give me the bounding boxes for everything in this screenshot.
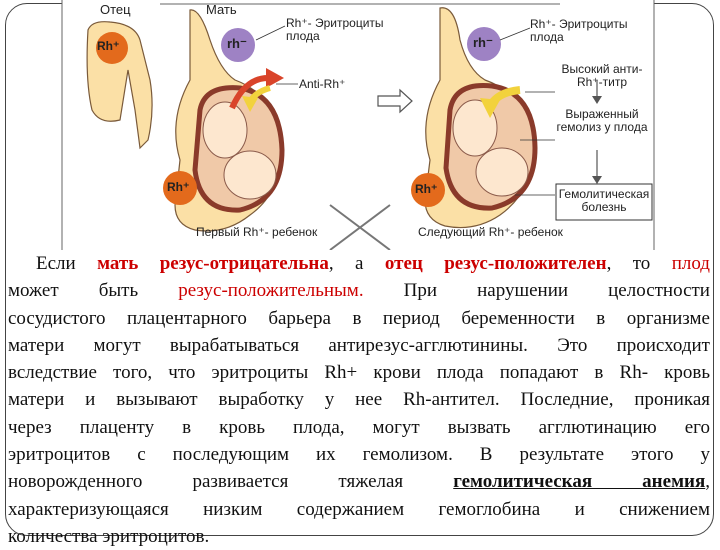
red-arrow-left bbox=[229, 75, 269, 110]
text-line-1: Если мать резус-отрицательна, а отец рез… bbox=[36, 253, 710, 274]
mother-left-rh-circle bbox=[221, 28, 255, 62]
next-child-label: Следующий Rh⁺- ребенок bbox=[418, 225, 563, 239]
text-line-8: эритроцитов с последующим их гемолизом. … bbox=[8, 444, 710, 466]
first-child-label: Первый Rh⁺- ребенок bbox=[196, 225, 318, 239]
text-line-10: характеризующаяся низким содержанием гем… bbox=[8, 498, 710, 520]
explanation-text: Если мать резус-отрицательна, а отец рез… bbox=[8, 250, 710, 550]
hemolytic-disease-box bbox=[555, 183, 653, 221]
mother-rh-negative-highlight: мать резус-отрицательна bbox=[97, 253, 329, 274]
text-line-2: может быть резус-положительным. При нару… bbox=[8, 280, 710, 302]
child-left-rh-circle bbox=[163, 171, 197, 205]
text-line-11: количества эритроцитов. bbox=[8, 525, 210, 547]
text-line-6: матери и вызывают выработку у нее Rh-ант… bbox=[8, 389, 710, 411]
fetus-left-body bbox=[202, 101, 248, 159]
father-rh-positive-highlight: отец резус-положителен bbox=[384, 253, 607, 274]
text-line-5: вследствие того, что эритроциты Rh+ кров… bbox=[8, 362, 710, 384]
mother-right-rh-circle bbox=[467, 27, 501, 61]
child-right-blood-label: Rh⁺ bbox=[415, 182, 438, 196]
cross-arrows bbox=[329, 204, 391, 250]
text-line-4: матери могут вырабатываться антирезус-аг… bbox=[8, 334, 710, 356]
fetal-rbc-right-label: Rh⁺- Эритроциты плода bbox=[530, 17, 628, 44]
diagram-background bbox=[62, 0, 654, 250]
child-left-blood-label: Rh⁺ bbox=[167, 180, 190, 194]
text-line-9: новорожденного развивается тяжелая гемол… bbox=[8, 471, 710, 493]
mother-right-blood-label: rh⁻ bbox=[473, 35, 493, 50]
father-rh-circle bbox=[96, 32, 128, 64]
father-label: Отец bbox=[100, 2, 131, 17]
mother-label: Мать bbox=[206, 2, 237, 17]
rh-positive-highlight: резус-положительным. bbox=[178, 280, 364, 302]
text-line-3: сосудистого плацентарного барьера в пери… bbox=[8, 307, 710, 329]
high-titer-label: Высокий анти-Rh⁺-титр bbox=[561, 62, 643, 89]
fetus-left-head bbox=[223, 150, 277, 200]
mother-left-blood-label: rh⁻ bbox=[227, 36, 247, 51]
text-line-7: через плаценту в кровь плода, могут вызв… bbox=[8, 416, 710, 438]
child-right-rh-circle bbox=[411, 173, 445, 207]
fetal-rbc-left-label: Rh⁺- Эритроциты плода bbox=[286, 16, 384, 43]
rh-conflict-diagram: Отец Мать Rh⁺ rh⁻ rh⁻ Rh⁺- Эритроциты пл… bbox=[0, 0, 720, 250]
hemolysis-label: Выраженный гемолиз у плода bbox=[556, 107, 648, 134]
father-blood-label: Rh⁺ bbox=[97, 39, 120, 53]
transfer-arrow bbox=[377, 88, 413, 114]
fetus-highlight: плод bbox=[671, 253, 710, 274]
fetus-right-body bbox=[452, 99, 498, 157]
hemolytic-anemia-term: гемолитическая анемия bbox=[453, 471, 706, 493]
hemolytic-disease-label: Гемолитическая болезнь bbox=[558, 187, 650, 214]
fetus-right-head bbox=[475, 147, 529, 197]
diagram-drawing bbox=[61, 0, 655, 250]
anti-rh-label: Anti-Rh⁺ bbox=[299, 77, 346, 91]
